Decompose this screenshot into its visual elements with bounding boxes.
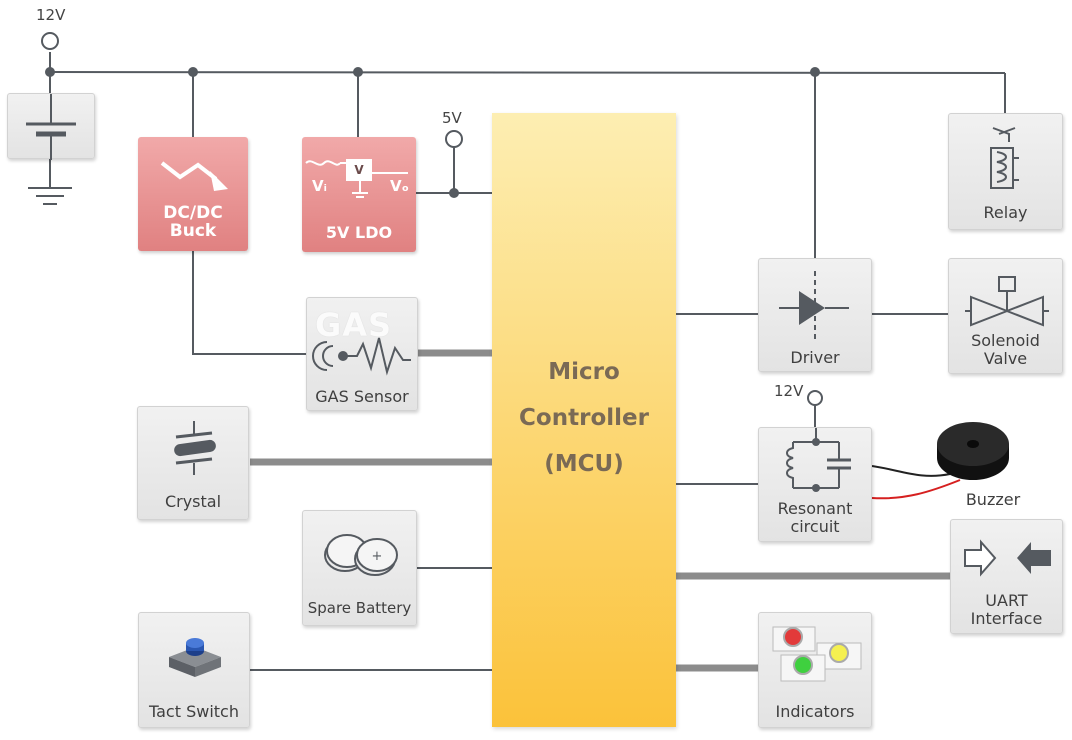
uart-label-line1: UART	[985, 591, 1028, 610]
driver-block: Driver	[758, 258, 872, 372]
ldo-block: V Vᵢ Vₒ 5V LDO	[302, 137, 416, 252]
relay-icon	[990, 127, 1019, 189]
solenoid-valve-icon	[965, 276, 1049, 327]
uart-label-line2: Interface	[970, 609, 1043, 628]
relay-label: Relay	[983, 203, 1028, 222]
dcdc-label-line2: Buck	[169, 221, 217, 241]
dcdc-label-line1: DC/DC	[163, 203, 223, 223]
gas-sensor-icon	[312, 337, 411, 376]
regulator-icon	[305, 159, 408, 198]
battery-source-block	[7, 93, 95, 160]
svg-text:+: +	[372, 549, 383, 564]
spare-battery-block: + Spare Battery	[302, 510, 417, 626]
mcu-label-line3: (MCU)	[544, 451, 624, 477]
resonant-12v-label: 12V	[774, 382, 804, 400]
uart-arrows-icon	[964, 539, 1051, 577]
gas-sensor-watermark: GAS	[315, 306, 393, 344]
mcu-label-line1: Micro	[548, 359, 620, 385]
led-indicators-icon	[772, 626, 862, 682]
gas-sensor-block: GAS GAS Sensor	[306, 297, 418, 411]
resonant-circuit-line2: circuit	[790, 517, 840, 536]
crystal-block: Crystal	[137, 406, 249, 520]
12v-terminal-icon	[41, 32, 59, 50]
resonant-12v-terminal-icon	[807, 390, 823, 406]
mcu-label-line2: Controller	[519, 405, 649, 431]
solenoid-valve-line1: Solenoid	[971, 331, 1040, 350]
lc-circuit-icon	[786, 428, 851, 492]
uart-interface-block: UART Interface	[950, 519, 1063, 634]
dcdc-buck-block: DC/DC Buck	[138, 137, 248, 251]
gas-sensor-label: GAS Sensor	[315, 387, 409, 406]
solenoid-valve-block: Solenoid Valve	[948, 258, 1063, 374]
ldo-label: 5V LDO	[325, 223, 393, 242]
resonant-circuit-block: Resonant circuit	[758, 427, 872, 542]
tact-switch-block: Tact Switch	[138, 612, 250, 728]
indicators-label: Indicators	[775, 702, 855, 721]
tact-switch-label: Tact Switch	[149, 702, 239, 721]
crystal-label: Crystal	[164, 492, 222, 511]
relay-block: Relay	[948, 113, 1063, 230]
step-down-arrow-icon	[160, 161, 228, 191]
indicators-block: Indicators	[758, 612, 872, 728]
spare-battery-label: Spare Battery	[307, 599, 412, 617]
ldo-vout-label: Vₒ	[390, 177, 409, 195]
driver-label: Driver	[790, 348, 840, 367]
5v-rail-label: 5V	[442, 109, 462, 127]
battery-icon	[26, 94, 76, 160]
buzzer-label: Buzzer	[965, 490, 1021, 509]
12v-rail-label: 12V	[36, 6, 66, 24]
driver-diode-icon	[779, 271, 849, 339]
solenoid-valve-line2: Valve	[983, 349, 1028, 368]
buzzer-icon	[937, 422, 1009, 480]
resonant-circuit-line1: Resonant	[777, 499, 853, 518]
ldo-vin-label: Vᵢ	[312, 177, 327, 195]
mcu-block: Micro Controller (MCU)	[492, 113, 676, 727]
tact-switch-icon	[169, 638, 221, 677]
coin-cell-battery-icon: +	[324, 534, 398, 576]
5v-terminal-icon	[445, 130, 463, 148]
regulator-v-label: V	[354, 163, 364, 177]
crystal-icon	[174, 421, 216, 475]
